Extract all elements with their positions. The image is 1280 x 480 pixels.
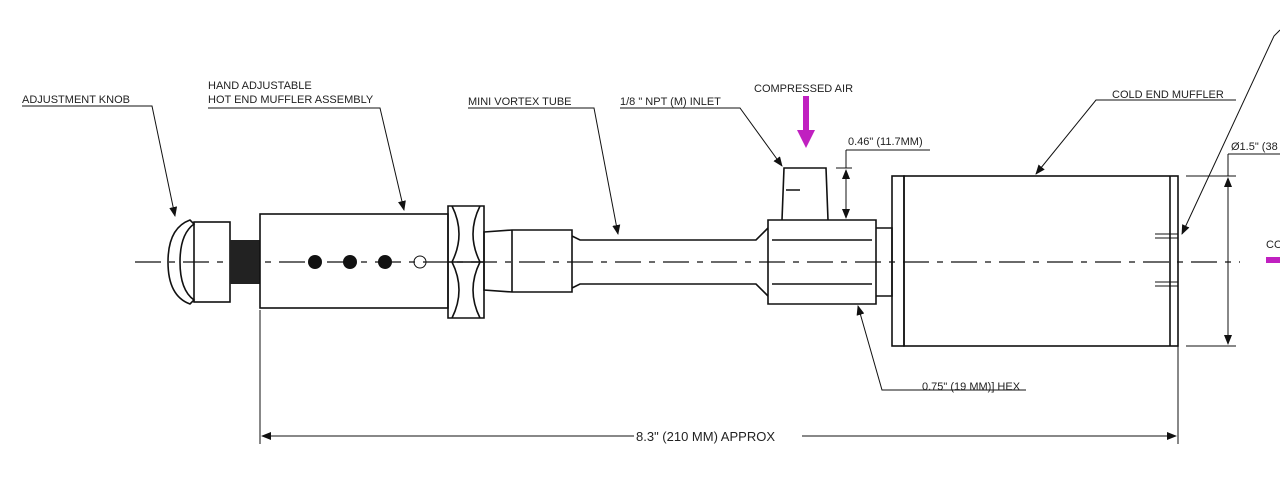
hot-end-muffler — [259, 205, 573, 319]
mini-vortex-tube — [571, 227, 769, 297]
label-mini-vortex-tube: MINI VORTEX TUBE — [468, 96, 572, 108]
label-adjustment-knob: ADJUSTMENT KNOB — [22, 94, 130, 106]
label-cold-air-partial: CO — [1266, 239, 1280, 251]
cold-end-muffler — [891, 175, 1179, 347]
label-compressed-air: COMPRESSED AIR — [754, 83, 853, 95]
compressed-air-arrow — [797, 96, 1280, 263]
adjustment-knob — [167, 219, 260, 305]
label-hot-end-line2: HOT END MUFFLER ASSEMBLY — [208, 94, 374, 106]
label-diameter: Ø1.5" (38 — [1231, 141, 1278, 153]
label-hot-end-line1: HAND ADJUSTABLE — [208, 80, 312, 92]
label-npt-inlet: 1/8 " NPT (M) INLET — [620, 96, 721, 108]
label-hex-size: 0.75" (19 MM)] HEX — [922, 381, 1021, 393]
label-cold-end-muffler: COLD END MUFFLER — [1112, 89, 1224, 101]
label-overall-length: 8.3" (210 MM) APPROX — [636, 429, 775, 444]
inlet-hex-body — [767, 167, 893, 305]
label-inlet-height: 0.46" (11.7MM) — [848, 136, 923, 148]
